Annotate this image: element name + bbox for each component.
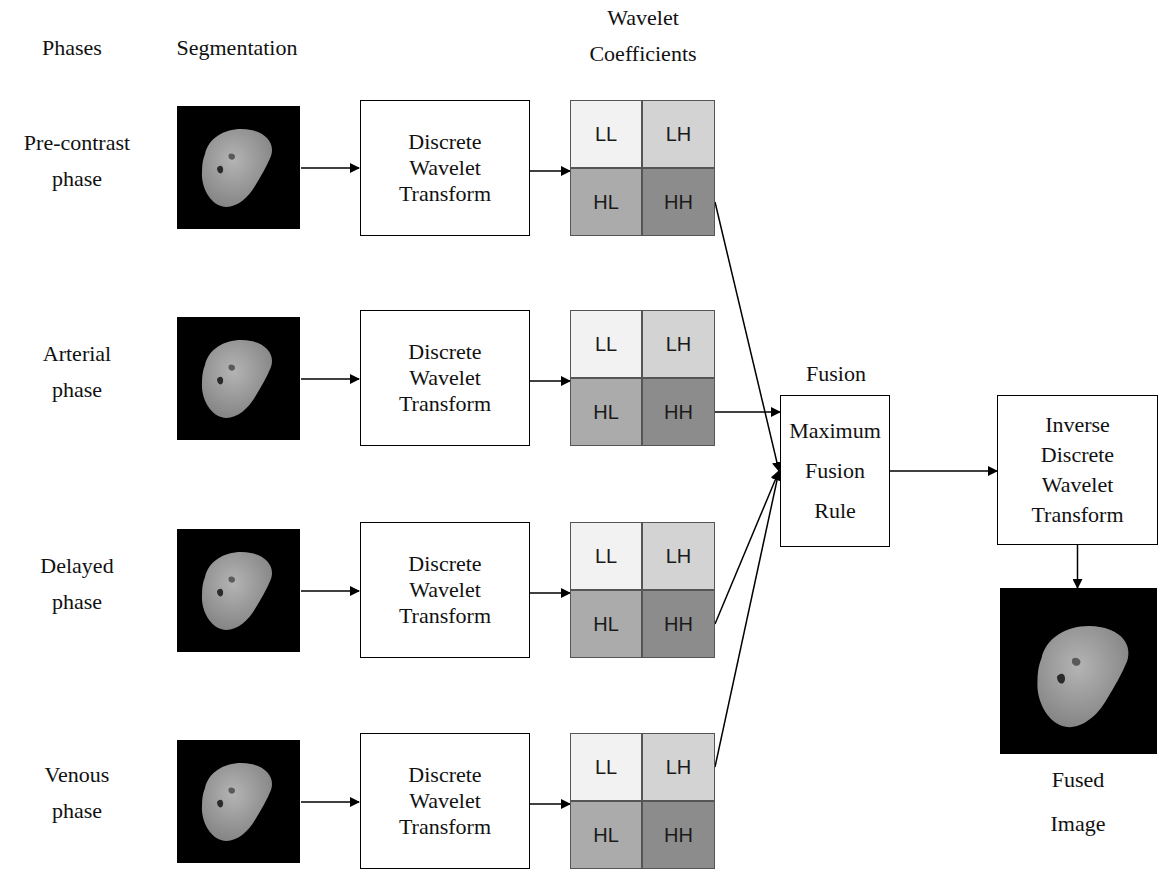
transform-box: Discrete Wavelet Transform: [360, 100, 530, 236]
phase-label: Venous phase: [21, 757, 133, 829]
connector-arrow: [715, 411, 780, 413]
phase-label: Arterial phase: [21, 336, 133, 408]
text-area: [1000, 588, 1157, 754]
node-text: Discrete Wavelet Transform: [379, 762, 511, 840]
text-area: HH: [643, 802, 714, 868]
text-area: LH: [643, 523, 714, 589]
coefficient-cell: LH: [642, 522, 715, 590]
text-area: LL: [571, 311, 641, 377]
node-text: LH: [666, 755, 692, 779]
coefficient-cell: HH: [642, 801, 715, 869]
transform-box: Discrete Wavelet Transform: [360, 733, 530, 869]
node-text: Discrete Wavelet Transform: [379, 551, 511, 629]
node-text: Inverse Discrete Wavelet Transform: [1012, 410, 1143, 530]
text-area: LH: [643, 101, 714, 167]
coefficient-cell: LL: [570, 100, 642, 168]
inverse-transform-box: Inverse Discrete Wavelet Transform: [997, 395, 1158, 545]
coefficient-cell: HL: [570, 801, 642, 869]
coefficient-cell: LL: [570, 733, 642, 801]
node-text: LL: [595, 544, 617, 568]
node-heading: Fused Image: [1028, 758, 1128, 846]
fusion-box: Maximum Fusion RuleFusion: [780, 395, 890, 547]
node-text: HH: [664, 400, 693, 424]
fused-image-node: Fused Image: [1000, 588, 1157, 754]
node-text: HL: [593, 190, 619, 214]
connector-arrow: [715, 202, 779, 471]
text-area: Discrete Wavelet Transform: [361, 101, 529, 235]
node-text: Discrete Wavelet Transform: [379, 339, 511, 417]
node-text: LH: [666, 544, 692, 568]
text-area: Inverse Discrete Wavelet Transform: [998, 396, 1157, 544]
text-area: HL: [571, 379, 641, 445]
text-area: LH: [643, 311, 714, 377]
coefficient-cell: HH: [642, 378, 715, 446]
text-area: HL: [571, 802, 641, 868]
connector-arrow: [530, 380, 570, 382]
transform-box: Discrete Wavelet Transform: [360, 310, 530, 446]
segmentation-image: [177, 740, 300, 863]
fused-image: [1000, 588, 1157, 754]
connector-arrow: [530, 170, 570, 172]
transform-box: Discrete Wavelet Transform: [360, 522, 530, 658]
phase-label: Delayed phase: [21, 548, 133, 620]
segmentation-image: [177, 529, 300, 652]
coefficient-cell: LH: [642, 310, 715, 378]
segmentation-image: [177, 317, 300, 440]
text-area: LH: [643, 734, 714, 800]
text-area: HL: [571, 591, 641, 657]
phase-label: Pre-contrast phase: [21, 125, 133, 197]
node-text: LH: [666, 122, 692, 146]
node-text: Discrete Wavelet Transform: [379, 129, 511, 207]
connector-arrow: [890, 470, 997, 472]
connector-arrow: [530, 803, 570, 805]
connector-arrow: [715, 471, 779, 624]
node-text: LL: [595, 332, 617, 356]
node-text: HH: [664, 823, 693, 847]
coefficient-cell: LL: [570, 522, 642, 590]
coefficient-cell: LL: [570, 310, 642, 378]
node-text: HL: [593, 400, 619, 424]
node-text: HL: [593, 612, 619, 636]
text-area: HH: [643, 591, 714, 657]
text-area: Discrete Wavelet Transform: [361, 311, 529, 445]
coefficient-cell: HH: [642, 168, 715, 236]
node-text: LL: [595, 122, 617, 146]
coefficient-cell: LH: [642, 100, 715, 168]
node-text: HL: [593, 823, 619, 847]
text-area: HH: [643, 169, 714, 235]
connector-arrow: [1077, 545, 1079, 588]
coefficient-cell: HL: [570, 378, 642, 446]
coefficient-cell: LH: [642, 733, 715, 801]
text-area: LL: [571, 101, 641, 167]
node-text: HH: [664, 612, 693, 636]
column-heading: Phases: [17, 30, 127, 66]
coefficient-cell: HH: [642, 590, 715, 658]
node-text: LL: [595, 755, 617, 779]
image-arrow: [301, 168, 359, 802]
node-text: LH: [666, 332, 692, 356]
text-area: LL: [571, 523, 641, 589]
text-area: HL: [571, 169, 641, 235]
text-area: Maximum Fusion Rule: [781, 396, 889, 546]
node-text: Maximum Fusion Rule: [785, 411, 885, 531]
text-area: Discrete Wavelet Transform: [361, 734, 529, 868]
text-area: LL: [571, 734, 641, 800]
text-area: HH: [643, 379, 714, 445]
coefficient-cell: HL: [570, 590, 642, 658]
node-text: HH: [664, 190, 693, 214]
coefficient-cell: HL: [570, 168, 642, 236]
column-heading: Segmentation: [162, 30, 312, 66]
column-heading: Wavelet Coefficients: [578, 0, 708, 72]
segmentation-image: [177, 106, 300, 229]
connector-arrow: [530, 592, 570, 594]
connector-arrow: [715, 471, 779, 767]
node-heading: Fusion: [741, 354, 931, 394]
text-area: Discrete Wavelet Transform: [361, 523, 529, 657]
